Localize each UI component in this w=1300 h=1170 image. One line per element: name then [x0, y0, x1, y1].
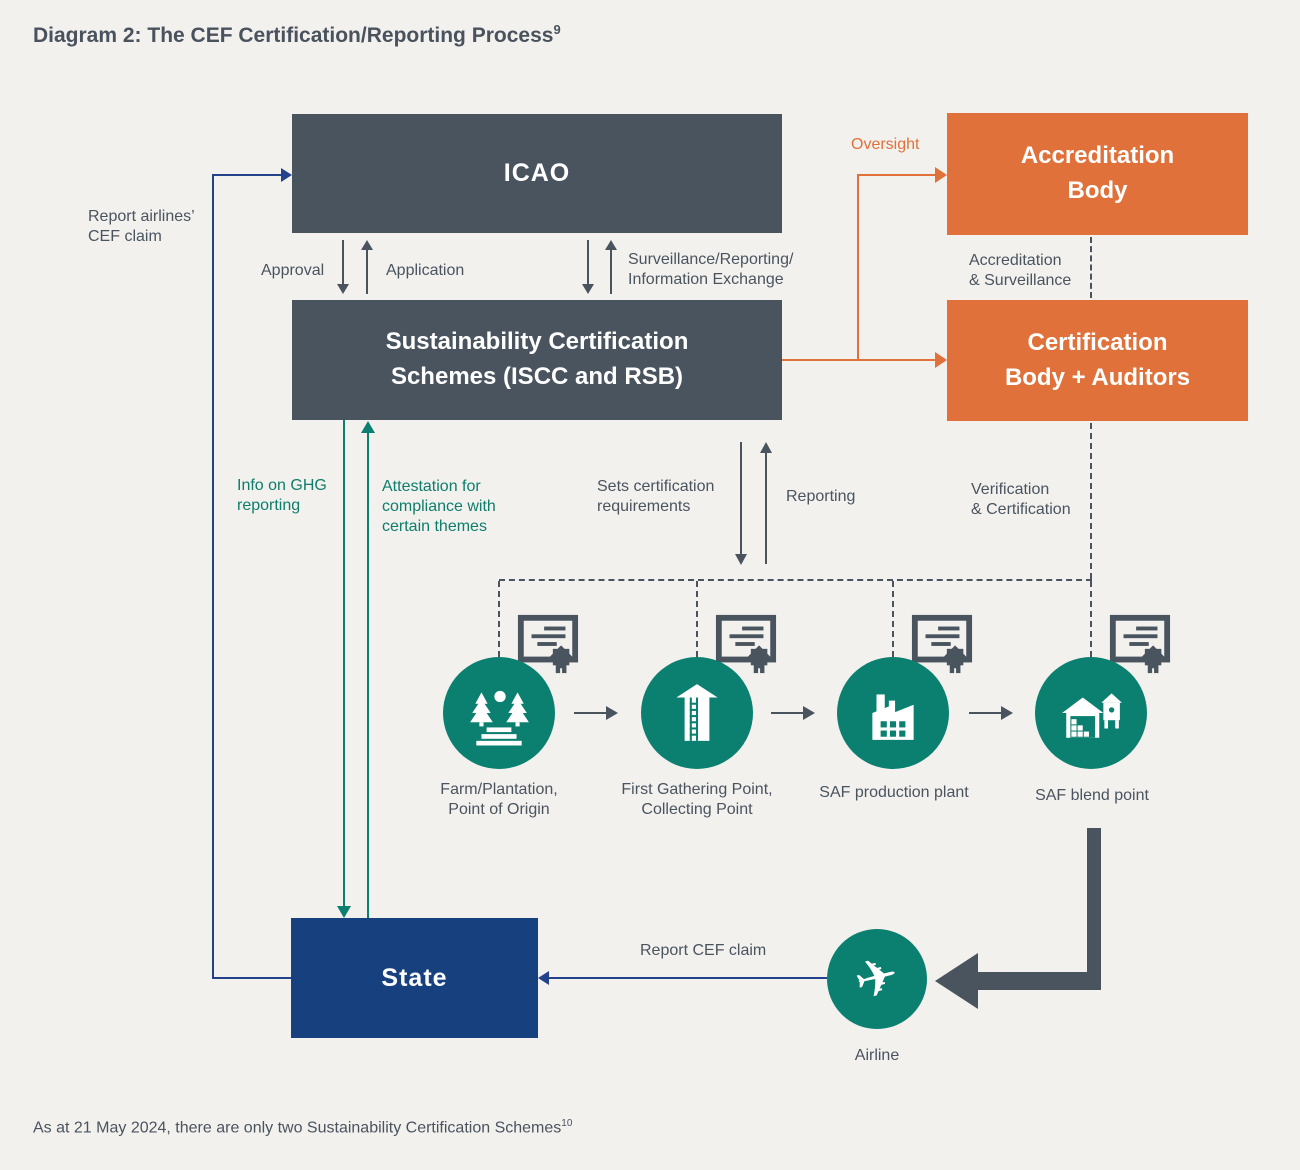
- arrowhead-into-icao: [281, 168, 292, 182]
- diagram-title: Diagram 2: The CEF Certification/Reporti…: [33, 22, 561, 48]
- reporting-arrowhead-up: [760, 442, 772, 453]
- dashed-drop-production: [892, 581, 894, 657]
- application-label: Application: [386, 262, 465, 279]
- dashed-drop-farm: [498, 581, 500, 657]
- sets-requirements-arrow-line: [740, 442, 742, 555]
- blend-point-label: SAF blend point: [1035, 787, 1149, 804]
- chain-arrowhead: [803, 706, 815, 720]
- attestation-label: Attestation for compliance with certain …: [382, 478, 496, 535]
- accreditation-surveillance-dashed-line: [1090, 237, 1092, 298]
- blend-point-icon: [1062, 693, 1122, 738]
- certification-dashed-line-horizontal: [499, 579, 1092, 581]
- sets-certification-requirements-label: Sets certification requirements: [597, 478, 715, 515]
- info-ghg-arrowhead-down: [337, 906, 351, 918]
- diagram-title-text: Diagram 2: The CEF Certification/Reporti…: [33, 24, 554, 47]
- airplane-icon: ✈: [848, 945, 906, 1013]
- arrowhead-into-state: [538, 971, 549, 985]
- gathering-point-label: First Gathering Point, Collecting Point: [621, 781, 773, 818]
- sustainability-certification-schemes-box: Sustainability Certification Schemes (IS…: [292, 300, 782, 420]
- gathering-point-node: [641, 657, 753, 769]
- scs-to-certification-body-line: [782, 359, 936, 361]
- attestation-line: [367, 432, 369, 918]
- farm-plantation-icon: [470, 690, 529, 746]
- blend-to-airline-arrow-vertical: [1087, 828, 1101, 990]
- approval-arrowhead-down: [337, 284, 349, 294]
- diagram-title-footnote-ref: 9: [553, 22, 561, 37]
- state-to-icao-line-bottom: [212, 977, 291, 979]
- certificate-icon: [1109, 614, 1171, 674]
- state-to-icao-line-top: [212, 174, 282, 176]
- dashed-drop-blend: [1090, 581, 1092, 657]
- application-arrow-line: [366, 249, 368, 294]
- blend-to-airline-arrow-horizontal: [977, 972, 1101, 990]
- chain-arrow-line: [574, 712, 606, 714]
- info-ghg-line: [343, 420, 345, 907]
- sets-requirements-arrowhead-down: [735, 554, 747, 565]
- oversight-line-horizontal: [857, 174, 936, 176]
- farm-plantation-node: [443, 657, 555, 769]
- blend-to-airline-arrowhead: [935, 953, 978, 1009]
- accreditation-body-box: Accreditation Body: [947, 113, 1248, 235]
- chain-arrow-line: [969, 712, 1001, 714]
- accreditation-surveillance-label: Accreditation & Surveillance: [969, 252, 1072, 289]
- chain-arrowhead: [606, 706, 618, 720]
- attestation-arrowhead-up: [361, 421, 375, 433]
- verification-certification-dashed-line: [1090, 423, 1092, 579]
- farm-plantation-label: Farm/Plantation, Point of Origin: [440, 781, 558, 818]
- reporting-label: Reporting: [786, 488, 856, 505]
- certificate-icon: [715, 614, 777, 674]
- arrowhead-into-accreditation-body: [935, 167, 947, 183]
- certificate-icon: [911, 614, 973, 674]
- footnote-text: As at 21 May 2024, there are only two Su…: [33, 1119, 562, 1137]
- certification-body-auditors-box: Certification Body + Auditors: [947, 300, 1248, 421]
- oversight-line-vertical: [857, 174, 859, 361]
- reporting-arrow-line: [765, 452, 767, 564]
- production-plant-node: [837, 657, 949, 769]
- oversight-label: Oversight: [851, 136, 920, 153]
- airline-node: ✈: [827, 929, 927, 1029]
- info-on-ghg-reporting-label: Info on GHG reporting: [237, 477, 327, 514]
- approval-label: Approval: [261, 262, 325, 279]
- state-box: State: [291, 918, 538, 1038]
- certificate-icon: [517, 614, 579, 674]
- surveillance-arrow-line-down: [587, 240, 589, 285]
- surveillance-arrowhead-up: [605, 240, 617, 250]
- gathering-point-icon: [676, 684, 718, 741]
- blend-point-node: [1035, 657, 1147, 769]
- surveillance-reporting-label: Surveillance/Reporting/ Information Exch…: [628, 251, 794, 288]
- airline-to-state-line: [547, 977, 827, 979]
- chain-arrow-line: [771, 712, 803, 714]
- surveillance-arrow-line-up: [610, 249, 612, 294]
- diagram-footnote: As at 21 May 2024, there are only two Su…: [33, 1118, 572, 1137]
- verification-certification-label: Verification & Certification: [971, 481, 1071, 518]
- production-plant-label: SAF production plant: [819, 784, 969, 801]
- surveillance-arrowhead-down: [582, 284, 594, 294]
- state-to-icao-line-vertical: [212, 174, 214, 979]
- footnote-ref: 10: [561, 1118, 573, 1129]
- airline-label: Airline: [854, 1047, 900, 1064]
- dashed-drop-gathering: [696, 581, 698, 657]
- approval-arrow-line: [342, 240, 344, 285]
- arrowhead-into-certification-body: [935, 352, 947, 368]
- application-arrowhead-up: [361, 240, 373, 250]
- report-cef-claim-label: Report CEF claim: [640, 942, 767, 959]
- icao-box: ICAO: [292, 114, 782, 233]
- production-plant-icon: [872, 694, 914, 740]
- report-airlines-cef-claim-label: Report airlines’ CEF claim: [88, 208, 195, 245]
- chain-arrowhead: [1001, 706, 1013, 720]
